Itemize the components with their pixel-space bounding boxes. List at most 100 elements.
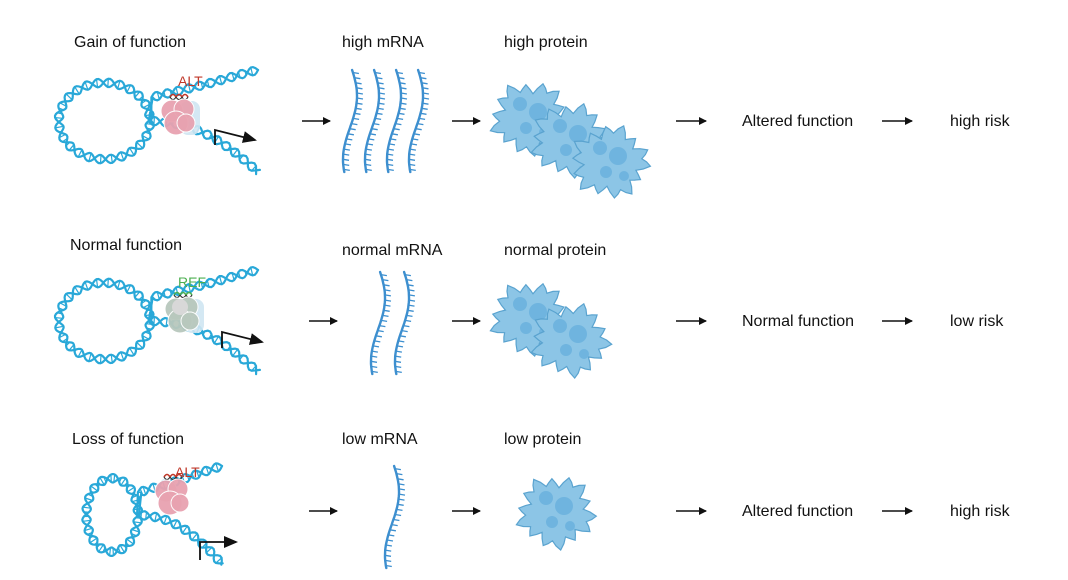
mrna-base — [365, 153, 372, 156]
dna-rung — [191, 533, 198, 541]
dna-rung — [107, 78, 109, 88]
dna-loop-icon — [81, 462, 224, 566]
protein-body — [515, 476, 598, 551]
dna-rung — [89, 537, 98, 544]
mrna-base — [344, 143, 352, 146]
mrna-base — [378, 87, 385, 90]
dna-rung — [133, 521, 142, 524]
mrna-base — [394, 467, 402, 471]
dna-loop-icon — [53, 265, 261, 376]
mrna-base — [374, 117, 382, 121]
dna-rung — [126, 486, 135, 493]
mrna-base — [417, 122, 424, 126]
transcription-factor-icon — [154, 473, 190, 516]
row-title: Loss of function — [72, 431, 184, 448]
mrna-base — [398, 493, 406, 496]
protein-blob — [530, 302, 613, 380]
mrna-base — [399, 82, 406, 85]
allele-label: ALT — [175, 464, 200, 480]
risk-label: low risk — [950, 313, 1004, 330]
dna-rung — [182, 525, 188, 534]
mrna-base — [384, 294, 392, 297]
mrna-base — [365, 148, 373, 151]
protein-blob — [515, 476, 598, 551]
mrna-base — [400, 92, 408, 95]
dna-rung — [99, 477, 105, 486]
mrna-base — [387, 163, 394, 167]
mrna-base — [371, 355, 378, 358]
mrna-strand — [363, 68, 386, 174]
variant-mark — [173, 291, 181, 296]
mrna-base — [349, 128, 356, 131]
mrna-base — [400, 87, 407, 90]
allele-label: REF — [178, 274, 206, 290]
mrna-base — [396, 71, 404, 75]
mrna-strand — [383, 464, 406, 570]
protein-blob-icon — [515, 476, 598, 551]
mrna-backbone — [393, 270, 411, 376]
mrna-base — [385, 564, 392, 568]
mrna-base — [378, 92, 386, 95]
dna-rung — [250, 67, 254, 76]
dna-rung — [99, 154, 102, 164]
mrna-base — [356, 102, 363, 105]
mrna-backbone — [407, 68, 425, 174]
variant-mark — [179, 294, 187, 299]
variant-mark — [173, 294, 181, 299]
mrna-base — [374, 340, 381, 343]
mrna-base — [406, 314, 413, 318]
mrna-base — [342, 158, 350, 161]
mrna-base — [407, 284, 414, 287]
mrna-base — [409, 153, 416, 156]
mrna-base — [420, 77, 427, 80]
mrna-base — [403, 324, 410, 328]
mrna-base — [343, 148, 351, 151]
protein-body — [530, 302, 613, 380]
mrna-base — [396, 117, 404, 121]
mrna-base — [404, 273, 412, 277]
mrna-base — [422, 97, 430, 100]
mrna-base — [387, 153, 394, 156]
protein-label: low protein — [504, 431, 581, 448]
mrna-base — [391, 523, 398, 527]
mrna-base — [422, 87, 429, 90]
mrna-base — [387, 148, 395, 151]
mrna-base — [422, 102, 429, 105]
mrna-base — [346, 138, 353, 141]
protein-domain — [513, 97, 527, 111]
variant-mark — [181, 93, 189, 98]
mrna-base — [366, 143, 374, 146]
mrna-base — [387, 168, 394, 172]
protein-domain — [546, 516, 558, 528]
mrna-base — [365, 168, 372, 172]
mrna-base — [343, 163, 350, 167]
function-label: Altered function — [742, 113, 853, 130]
mrna-base — [395, 355, 402, 358]
mrna-base — [347, 133, 355, 136]
dna-rung — [117, 80, 121, 89]
dna-rung — [142, 486, 147, 495]
variant-mark — [185, 291, 193, 296]
mrna-base — [365, 163, 372, 167]
protein-domain — [553, 119, 567, 133]
transcription-factor-icon — [164, 291, 204, 334]
protein-domain — [609, 147, 627, 165]
mrna-backbone — [385, 68, 403, 174]
mrna-base — [382, 278, 389, 282]
mrna-base — [421, 82, 428, 85]
function-label: Altered function — [742, 503, 853, 520]
mrna-base — [380, 319, 388, 323]
mrna-base — [355, 82, 362, 85]
tf-subunit — [170, 493, 190, 513]
mrna-base — [399, 107, 406, 110]
dna-rung — [215, 463, 219, 472]
mrna-base — [391, 133, 399, 136]
mrna-base — [384, 554, 392, 557]
mrna-base — [354, 112, 361, 115]
mrna-base — [400, 97, 408, 100]
mrna-base — [398, 77, 405, 80]
mrna-base — [351, 122, 358, 126]
mrna-base — [421, 107, 428, 110]
dna-rung — [99, 354, 102, 364]
